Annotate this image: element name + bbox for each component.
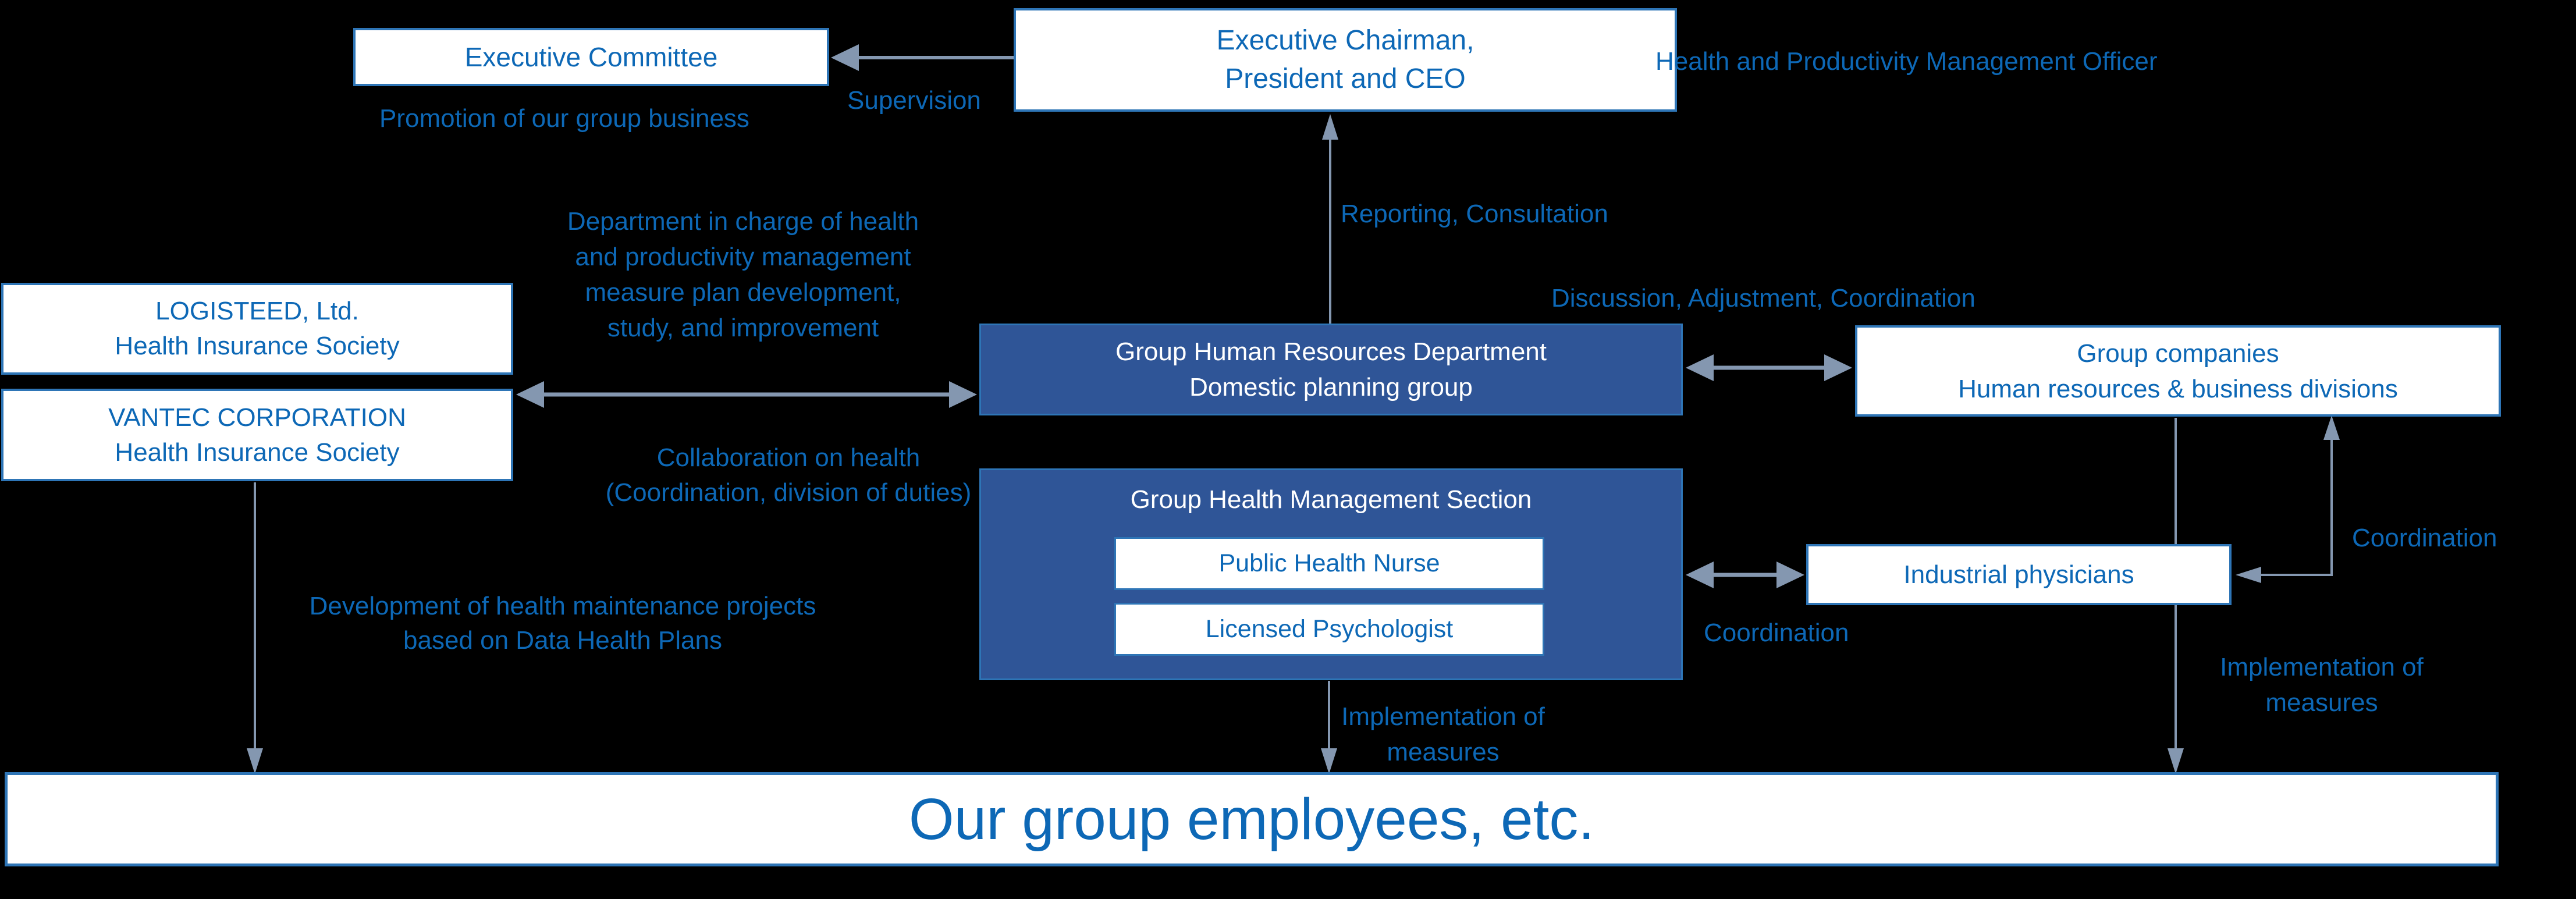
employees-box: Our group employees, etc. xyxy=(5,772,2499,866)
industrial-physicians-box: Industrial physicians xyxy=(1806,544,2232,605)
companies-physicians-connector xyxy=(2236,415,2340,583)
implementation-center-label: Implementation of measures xyxy=(1341,702,1545,766)
development-label: Development of health maintenance projec… xyxy=(309,592,816,655)
supervision-label: Supervision xyxy=(847,86,981,115)
collaboration-label: Collaboration on health (Coordination, d… xyxy=(605,443,972,507)
coordination-left-label: Coordination xyxy=(1704,619,1849,647)
dept-in-charge-label: Department in charge of health and produ… xyxy=(567,207,919,342)
executive-chairman-box: Executive Chairman, President and CEO xyxy=(1014,8,1677,112)
discussion-arrow xyxy=(1686,354,1852,381)
coordination-right-label: Coordination xyxy=(2352,524,2497,552)
public-health-nurse-box: Public Health Nurse xyxy=(1114,537,1544,590)
promotion-label: Promotion of our group business xyxy=(379,104,749,133)
reporting-label: Reporting, Consultation xyxy=(1341,200,1608,228)
collaboration-arrow xyxy=(516,381,977,408)
supervision-arrow xyxy=(831,44,1014,71)
executive-committee-box: Executive Committee xyxy=(353,28,829,86)
discussion-label: Discussion, Adjustment, Coordination xyxy=(1551,284,1975,312)
ghms-to-employees-arrow xyxy=(1321,681,1337,774)
logisteed-box: LOGISTEED, Ltd. Health Insurance Society xyxy=(1,283,513,375)
ghms-title: Group Health Management Section xyxy=(1130,485,1532,514)
ghms-physicians-arrow xyxy=(1686,562,1804,588)
vantec-box: VANTEC CORPORATION Health Insurance Soci… xyxy=(1,389,513,481)
reporting-arrow xyxy=(1322,114,1338,324)
officer-label: Health and Productivity Management Offic… xyxy=(1655,47,2158,76)
licensed-psychologist-box: Licensed Psychologist xyxy=(1114,603,1544,656)
implementation-right-label: Implementation of measures xyxy=(2220,653,2424,717)
group-health-management-section-box: Group Health Management Section Public H… xyxy=(979,468,1683,680)
insurance-to-employees-arrow xyxy=(247,482,263,774)
group-hr-box: Group Human Resources Department Domesti… xyxy=(979,324,1683,415)
group-companies-box: Group companies Human resources & busine… xyxy=(1855,325,2501,417)
